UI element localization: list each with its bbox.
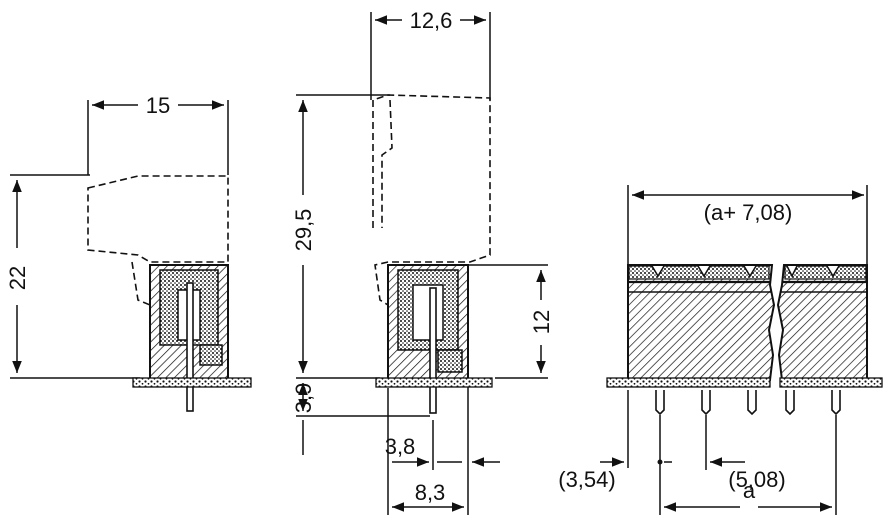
side-pin	[186, 282, 194, 412]
front-header-body	[387, 264, 469, 381]
side-width-dimension: 15	[92, 93, 224, 118]
front-pin-length-label: 3,9	[291, 383, 316, 414]
front-total-height-label: 29,5	[291, 209, 316, 252]
row-pcb-right	[779, 377, 883, 388]
front-pin-length-dimension: 3,9	[291, 383, 316, 455]
front-body-height-label: 12	[529, 310, 554, 334]
front-width-label: 12,6	[410, 8, 453, 33]
front-width-dimension: 12,6	[375, 8, 486, 33]
row-edge-offset-dimension: (3,54)	[558, 457, 672, 492]
row-pcb-left	[606, 377, 771, 388]
side-height-label: 22	[5, 266, 30, 290]
row-span-dimension: a	[664, 478, 832, 512]
side-pcb	[132, 377, 252, 388]
row-header-left-block	[627, 264, 776, 381]
row-pins	[655, 390, 841, 416]
row-pitch-dimension: (5,08)	[710, 457, 786, 492]
side-view: 15 22	[5, 93, 252, 412]
side-width-label: 15	[146, 93, 170, 118]
front-depth-label: 8,3	[415, 480, 446, 505]
front-total-height-dimension: 29,5	[291, 100, 316, 373]
front-pin-offset-dimension: 3,8	[385, 434, 462, 467]
front-pin-offset-label: 3,8	[385, 434, 416, 459]
row-edge-offset-label: (3,54)	[558, 467, 615, 492]
row-overall-width-dimension: (a+ 7,08)	[632, 190, 864, 225]
front-pin	[429, 287, 437, 414]
row-span-label: a	[743, 478, 756, 503]
row-view: (a+ 7,08) (3,54) (5,08) a	[558, 185, 883, 515]
row-pitch-label: (5,08)	[728, 467, 785, 492]
front-pcb	[375, 377, 493, 388]
side-height-dimension: 22	[5, 180, 30, 373]
row-overall-width-label: (a+ 7,08)	[704, 200, 793, 225]
front-view: 12,6 29,5 3,9 12 3,8 8,3	[291, 8, 554, 515]
front-depth-dimension: 8,3	[392, 480, 464, 512]
row-header-right-block	[776, 264, 868, 381]
front-body-height-dimension: 12	[529, 270, 554, 373]
